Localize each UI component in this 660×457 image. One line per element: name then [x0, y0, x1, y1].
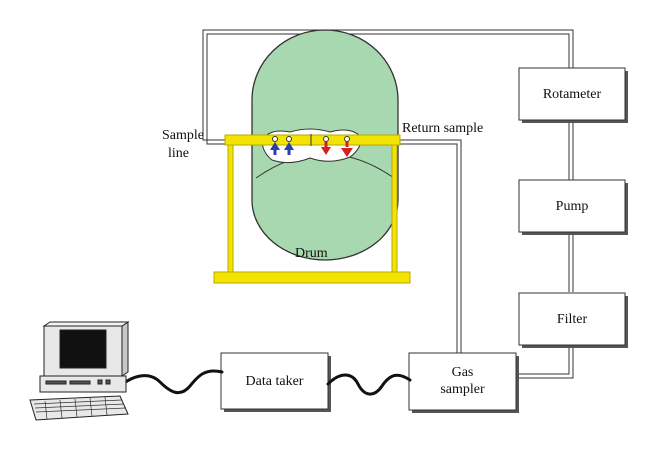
pump-filter-pipe: [568, 232, 574, 292]
rotameter-pump-pipe: [568, 120, 574, 180]
rotameter-label: Rotameter: [542, 87, 602, 102]
drum-label: Drum: [295, 246, 328, 261]
gas-sampler-box: [408, 352, 519, 413]
pump-label: Pump: [555, 199, 589, 214]
sample-line-label-1: Sample: [162, 128, 204, 143]
return-sample-pipe: [396, 139, 462, 354]
gas-sampler-label-2: sampler: [440, 382, 485, 397]
pump-box: [518, 179, 628, 235]
sample-line-label-2: line: [168, 146, 189, 161]
filter-box: [518, 292, 628, 348]
filter-label: Filter: [556, 312, 588, 327]
desktop-computer-icon: [29, 321, 130, 421]
data-taker-label: Data taker: [245, 374, 304, 389]
cable-computer-datataker: [118, 369, 224, 395]
sampling-nozzle-icon: [270, 134, 353, 157]
sample-line-pipe: [202, 29, 574, 145]
filter-gassampler-pipe: [518, 345, 574, 379]
cable-datataker-gassampler: [326, 373, 412, 396]
gas-sampler-label-1: Gas: [451, 365, 474, 380]
rotameter-box: [518, 67, 628, 123]
data-taker-box: [220, 352, 331, 412]
return-sample-label: Return sample: [402, 121, 484, 136]
stand: [213, 134, 411, 284]
